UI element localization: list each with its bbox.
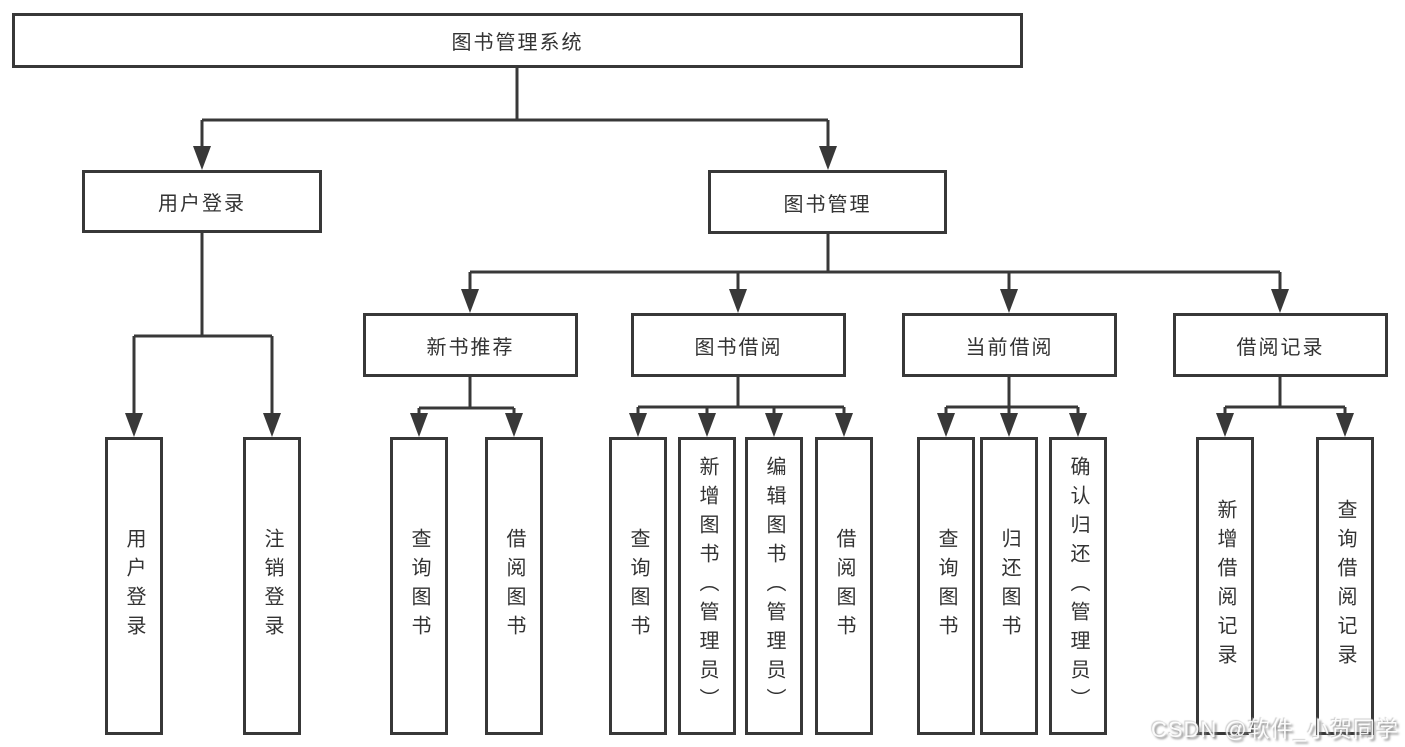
node-leaf-query-books-current: 查询图书 xyxy=(917,437,975,735)
csdn-watermark: CSDN @软件_小贺同学 xyxy=(1150,717,1399,742)
node-leaf-query-borrow-record-label: 查询借阅记录 xyxy=(1334,499,1356,673)
node-leaf-add-borrow-record-label: 新增借阅记录 xyxy=(1214,499,1236,673)
node-leaf-borrow-books-recommend-label: 借阅图书 xyxy=(503,528,525,644)
node-user-login: 用户登录 xyxy=(82,170,322,233)
node-leaf-query-books-borrowing: 查询图书 xyxy=(609,437,667,735)
node-leaf-return-book-label: 归还图书 xyxy=(998,528,1020,644)
node-leaf-confirm-return-admin-label: 确认归还（管理员） xyxy=(1067,455,1089,717)
node-book-borrowing-label: 图书借阅 xyxy=(694,336,783,359)
node-leaf-query-books-recommend: 查询图书 xyxy=(390,437,448,735)
node-leaf-query-books-borrowing-label: 查询图书 xyxy=(627,528,649,644)
node-leaf-borrow-books: 借阅图书 xyxy=(815,437,873,735)
node-leaf-add-book-admin-label: 新增图书（管理员） xyxy=(696,455,718,717)
node-book-management: 图书管理 xyxy=(708,170,947,234)
node-leaf-user-login-label: 用户登录 xyxy=(123,528,145,644)
node-leaf-add-book-admin: 新增图书（管理员） xyxy=(678,437,736,735)
node-root: 图书管理系统 xyxy=(12,13,1023,68)
node-new-book-recommend: 新书推荐 xyxy=(363,313,578,377)
tree-edge-lines xyxy=(132,68,1347,414)
node-leaf-query-books-recommend-label: 查询图书 xyxy=(408,528,430,644)
node-book-management-label: 图书管理 xyxy=(783,193,872,216)
node-root-label: 图书管理系统 xyxy=(451,32,584,54)
node-leaf-borrow-books-recommend: 借阅图书 xyxy=(485,437,543,735)
node-leaf-confirm-return-admin: 确认归还（管理员） xyxy=(1049,437,1107,735)
node-book-borrowing: 图书借阅 xyxy=(631,313,846,377)
node-current-borrowing-label: 当前借阅 xyxy=(965,336,1054,359)
node-leaf-edit-book-admin: 编辑图书（管理员） xyxy=(745,437,803,735)
node-leaf-add-borrow-record: 新增借阅记录 xyxy=(1196,437,1254,735)
node-leaf-return-book: 归还图书 xyxy=(980,437,1038,735)
node-borrowing-records: 借阅记录 xyxy=(1173,313,1388,377)
node-current-borrowing: 当前借阅 xyxy=(902,313,1117,377)
node-leaf-query-books-current-label: 查询图书 xyxy=(935,528,957,644)
node-leaf-logout: 注销登录 xyxy=(243,437,301,735)
arrowhead-icon xyxy=(125,146,1354,437)
node-leaf-borrow-books-label: 借阅图书 xyxy=(833,528,855,644)
node-new-book-recommend-label: 新书推荐 xyxy=(426,336,515,359)
node-leaf-logout-label: 注销登录 xyxy=(261,528,283,644)
node-leaf-user-login: 用户登录 xyxy=(105,437,163,735)
node-leaf-edit-book-admin-label: 编辑图书（管理员） xyxy=(763,455,785,717)
node-leaf-query-borrow-record: 查询借阅记录 xyxy=(1316,437,1374,735)
node-borrowing-records-label: 借阅记录 xyxy=(1236,336,1325,359)
node-user-login-label: 用户登录 xyxy=(158,193,246,215)
